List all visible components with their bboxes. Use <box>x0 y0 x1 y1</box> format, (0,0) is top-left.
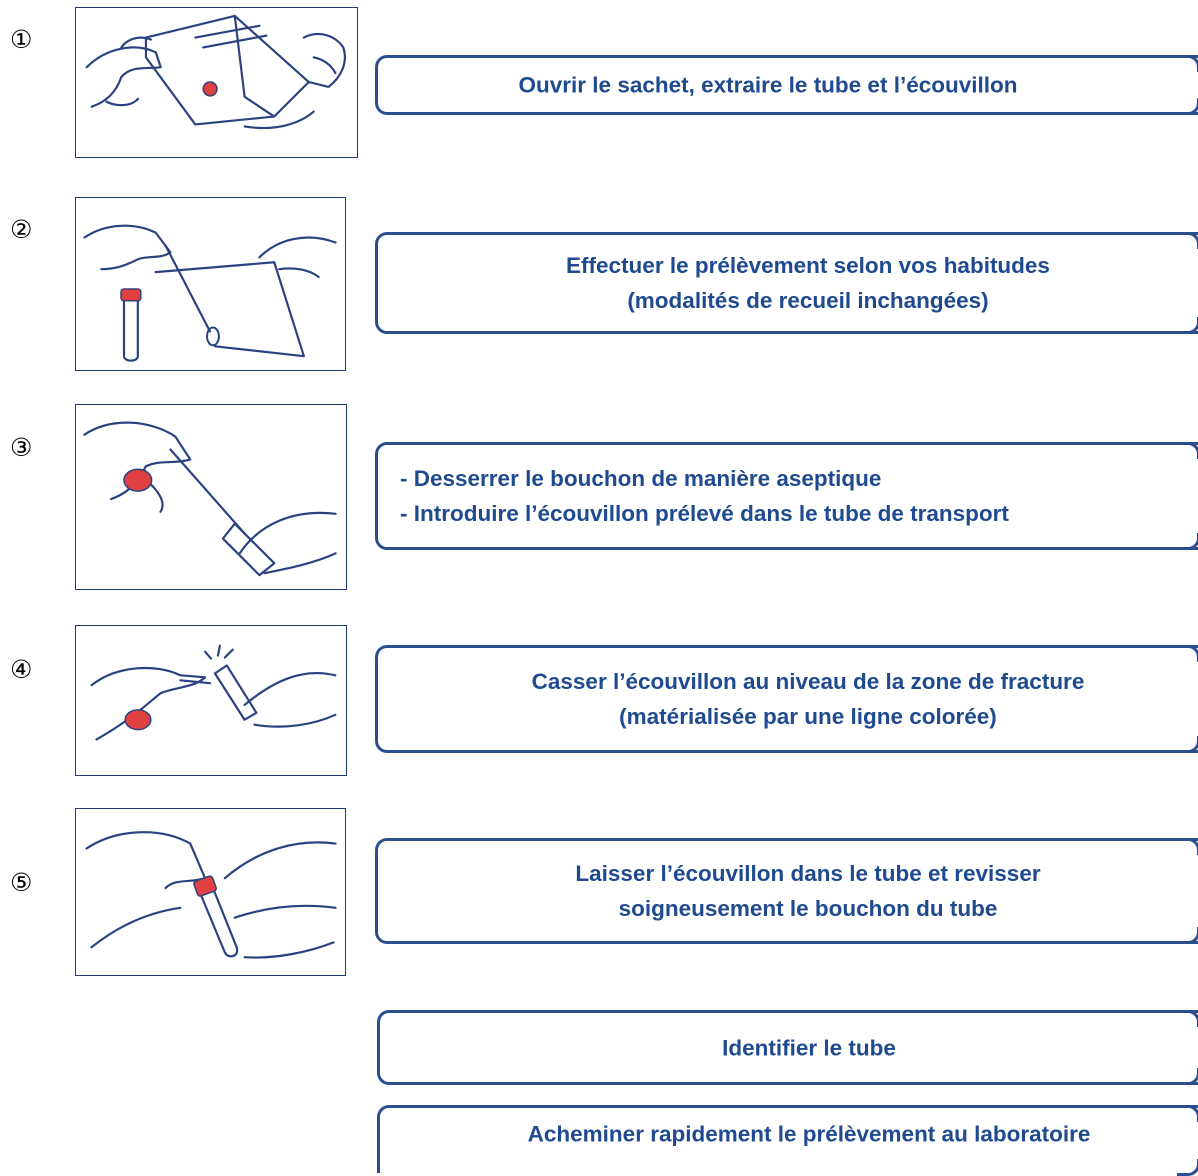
step-2-line-2: (modalités de recueil inchangées) <box>627 288 989 313</box>
step-5-instruction-box: Laisser l’écouvillon dans le tube et rev… <box>375 838 1198 944</box>
step-4-illustration <box>75 625 347 776</box>
step-3-line-1: - Desserrer le bouchon de manière asepti… <box>400 466 882 491</box>
step-3-line-2: - Introduire l’écouvillon prélevé dans l… <box>400 501 1009 526</box>
send-to-lab-text: Acheminer rapidement le prélèvement au l… <box>380 1117 1198 1152</box>
step-4-instruction-box: Casser l’écouvillon au niveau de la zone… <box>375 645 1198 753</box>
step-2-instruction-box: Effectuer le prélèvement selon vos habit… <box>375 232 1198 334</box>
step-2-number: ② <box>10 215 33 244</box>
step-5-illustration <box>75 808 346 976</box>
step-2-illustration <box>75 197 346 371</box>
step-4-text: Casser l’écouvillon au niveau de la zone… <box>378 664 1198 734</box>
insert-swab-drawing <box>83 421 337 577</box>
step-5-line-1: Laisser l’écouvillon dans le tube et rev… <box>575 861 1041 886</box>
step-4-line-1: Casser l’écouvillon au niveau de la zone… <box>531 669 1085 694</box>
step-3-number: ③ <box>10 433 33 462</box>
step-3-illustration <box>75 404 347 590</box>
step-5-text: Laisser l’écouvillon dans le tube et rev… <box>378 856 1198 926</box>
step-3-text: - Desserrer le bouchon de manière asepti… <box>378 461 1198 531</box>
send-to-lab-line-1: Acheminer rapidement le prélèvement au l… <box>527 1121 1091 1147</box>
step-1-line-1: Ouvrir le sachet, extraire le tube et l’… <box>518 72 1018 98</box>
step-1-number: ① <box>10 25 33 54</box>
step-2-text: Effectuer le prélèvement selon vos habit… <box>378 248 1198 318</box>
step-5-number: ⑤ <box>10 868 33 897</box>
step-1-text: Ouvrir le sachet, extraire le tube et l’… <box>378 68 1198 103</box>
open-sachet-drawing <box>85 14 346 130</box>
break-swab-drawing <box>90 644 337 741</box>
step-4-number: ④ <box>10 655 33 684</box>
close-tube-drawing <box>85 831 337 959</box>
identify-tube-line-1: Identifier le tube <box>722 1035 896 1060</box>
send-to-lab-box: Acheminer rapidement le prélèvement au l… <box>377 1105 1198 1176</box>
step-3-instruction-box: - Desserrer le bouchon de manière asepti… <box>375 442 1198 550</box>
identify-tube-box: Identifier le tube <box>377 1010 1198 1085</box>
step-1-instruction-box: Ouvrir le sachet, extraire le tube et l’… <box>375 55 1198 115</box>
step-5-line-2: soigneusement le bouchon du tube <box>618 896 998 921</box>
step-4-line-2: (matérialisée par une ligne colorée) <box>619 704 997 729</box>
identify-tube-text: Identifier le tube <box>380 1030 1198 1065</box>
step-1-illustration <box>75 7 358 158</box>
step-2-line-1: Effectuer le prélèvement selon vos habit… <box>566 253 1050 278</box>
take-sample-drawing <box>83 224 337 362</box>
